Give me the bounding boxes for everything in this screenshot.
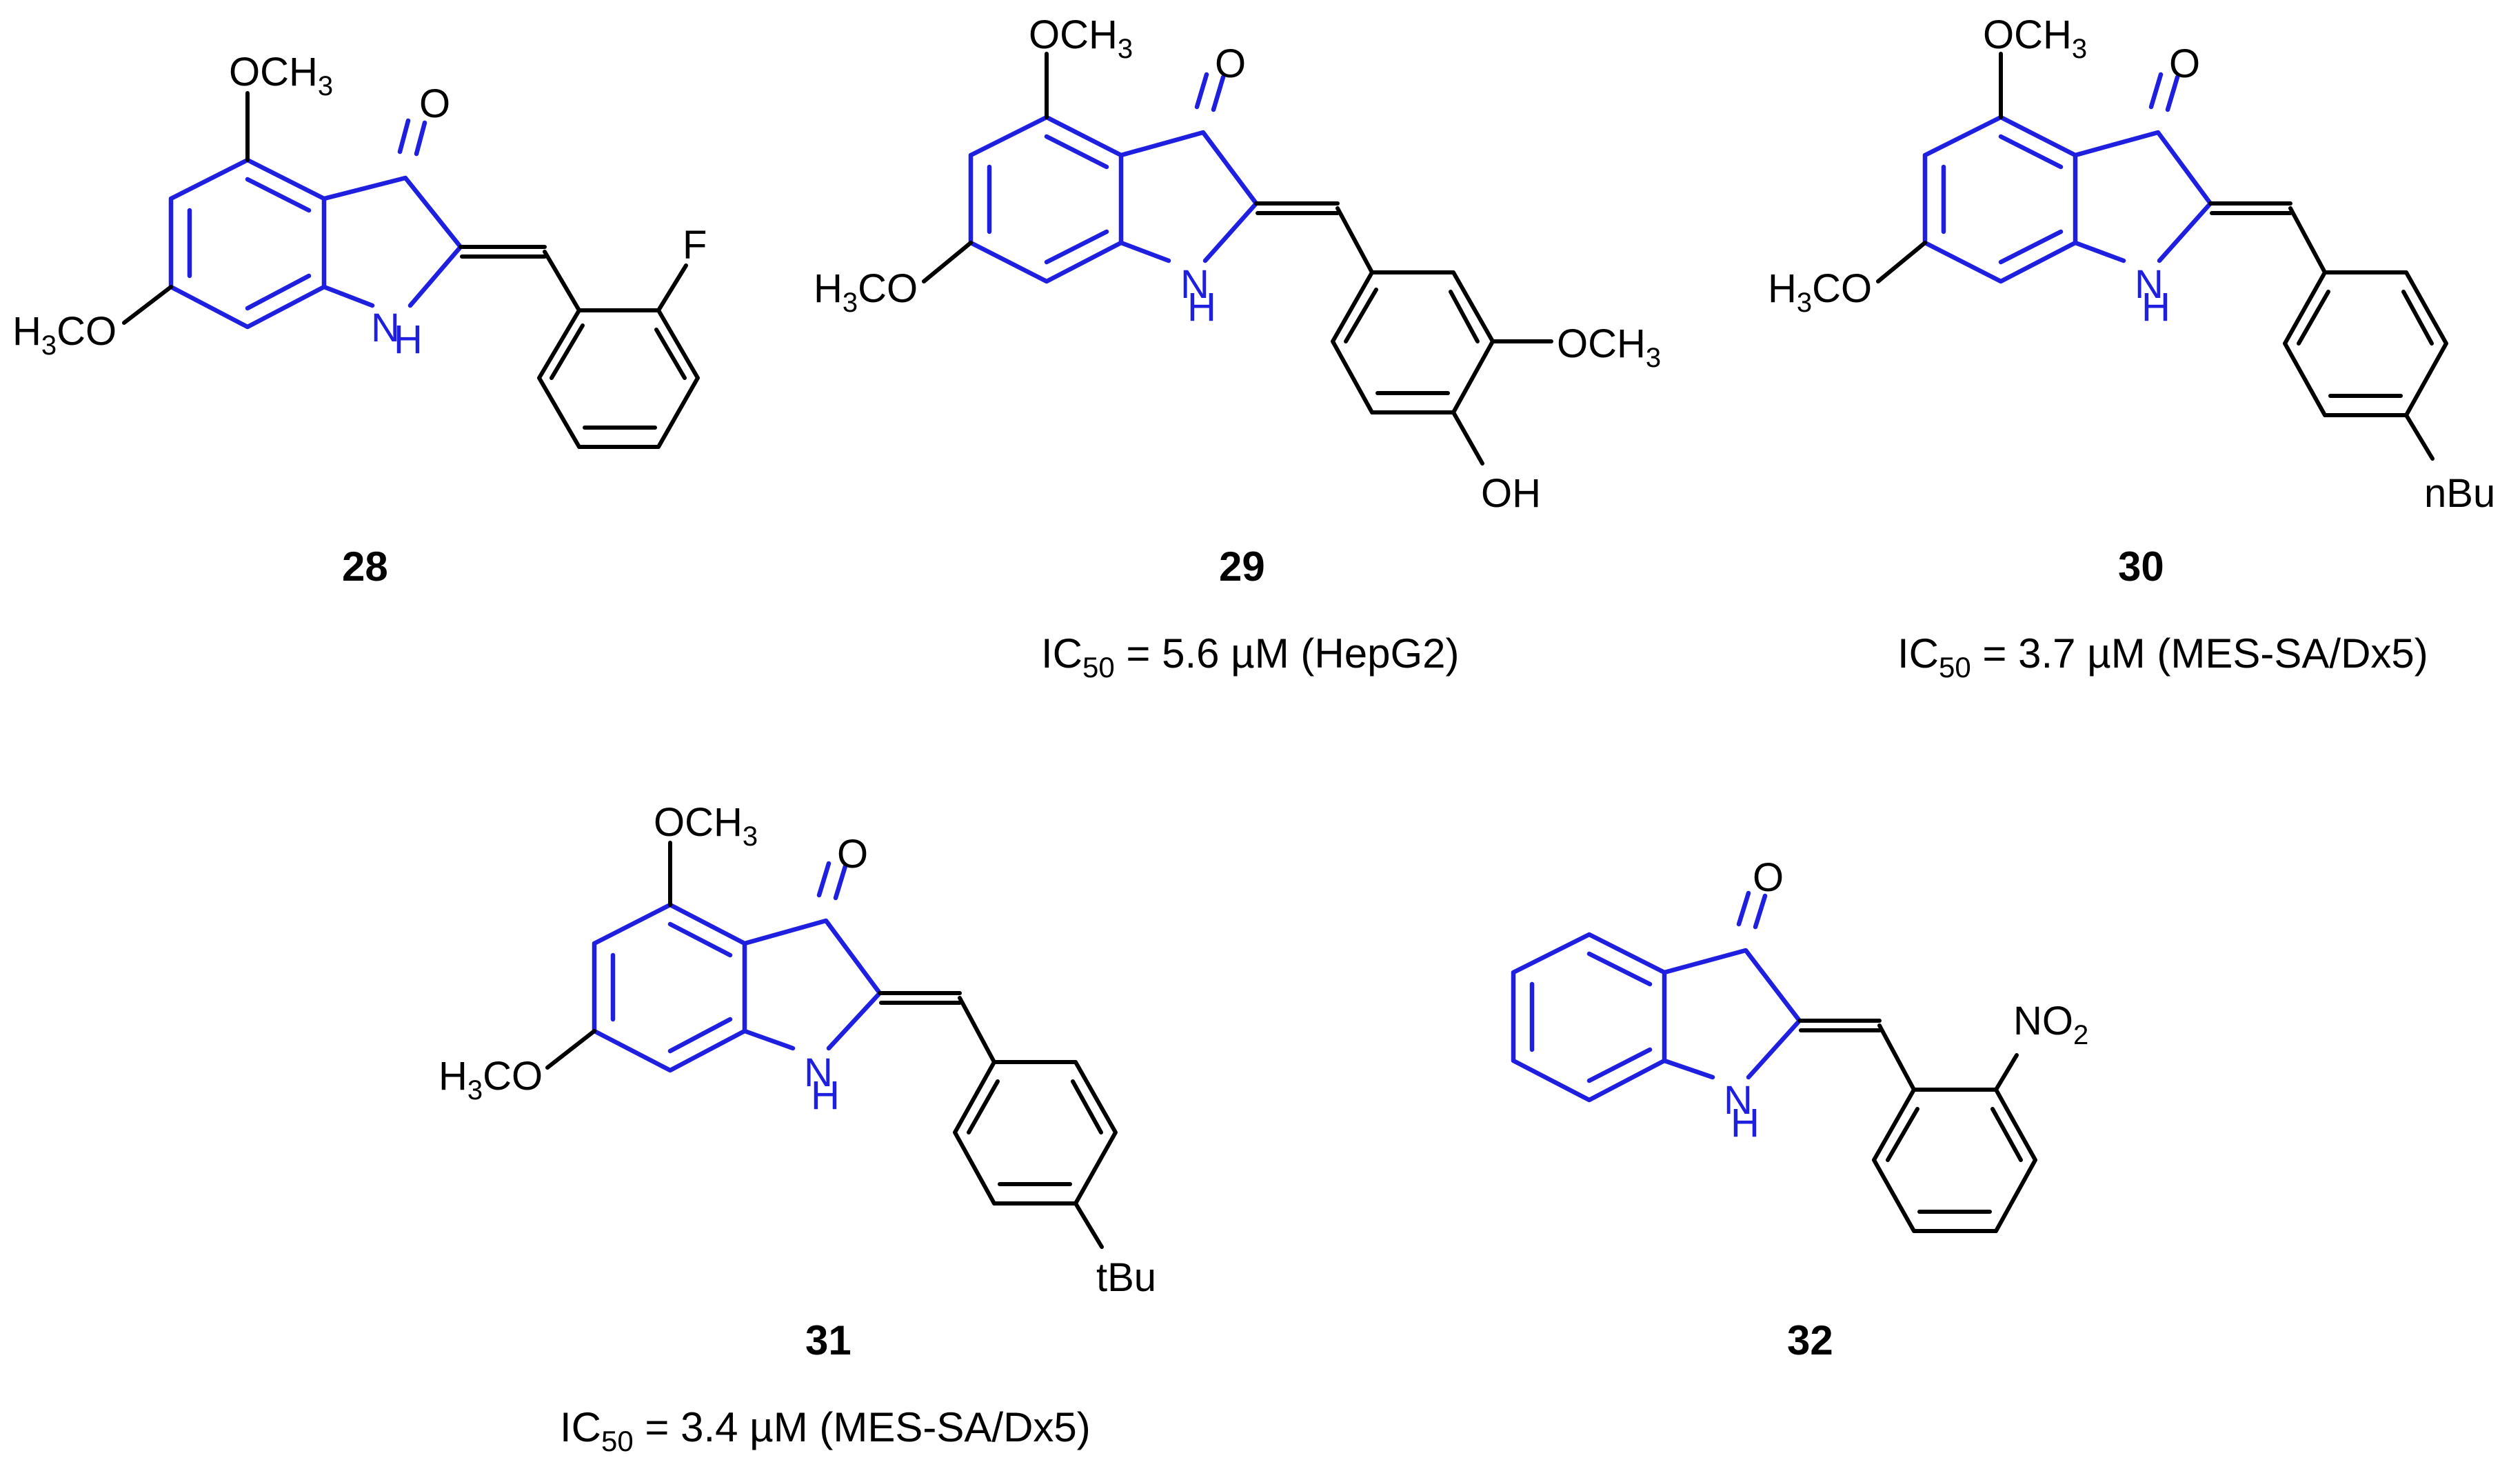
compound-28-id: 28 bbox=[342, 543, 388, 590]
n-label: N bbox=[1180, 262, 1209, 307]
methoxy-4-label: OCH3 bbox=[229, 50, 333, 101]
n-label: N bbox=[804, 1050, 833, 1095]
compound-31-structure: O N H OCH3 H3CO tBu 31 IC50 = 3.4 µM (ME… bbox=[439, 800, 1156, 1457]
methoxy-6-label: H3CO bbox=[12, 309, 117, 361]
compound-30-ic50: IC50 = 3.7 µM (MES-SA/Dx5) bbox=[1897, 630, 2428, 683]
h-label: H bbox=[1731, 1101, 1760, 1146]
compound-29-ic50: IC50 = 5.6 µM (HepG2) bbox=[1041, 630, 1459, 683]
compound-31-ic50: IC50 = 3.4 µM (MES-SA/Dx5) bbox=[560, 1404, 1091, 1457]
n-label: N bbox=[2135, 262, 2164, 307]
compound-29-structure: O N H OCH3 H3CO OCH3 OH 29 IC50 = 5.6 µM… bbox=[814, 12, 1661, 683]
carbonyl-o-label: O bbox=[2169, 41, 2200, 86]
h-label: H bbox=[1187, 285, 1216, 330]
compound-30-structure: O N H OCH3 H3CO nBu 30 IC50 = 3.7 µM (ME… bbox=[1768, 12, 2495, 683]
carbonyl-o-label: O bbox=[419, 81, 450, 126]
compound-32-structure: O N H NO2 32 bbox=[1511, 855, 2088, 1363]
compound-31-id: 31 bbox=[805, 1317, 851, 1363]
methoxy-4-label: OCH3 bbox=[1029, 12, 1133, 64]
methoxy-6-label: H3CO bbox=[814, 266, 918, 318]
methoxy-6-label: H3CO bbox=[1768, 266, 1872, 318]
methoxy-4-label: OCH3 bbox=[1983, 12, 2087, 64]
n-label: N bbox=[1724, 1078, 1753, 1123]
tert-butyl-label: tBu bbox=[1096, 1255, 1156, 1300]
carbonyl-o-label: O bbox=[837, 832, 868, 877]
hydroxy-label: OH bbox=[1481, 471, 1541, 516]
fluoro-label: F bbox=[683, 223, 707, 268]
h-label: H bbox=[394, 317, 423, 362]
compound-28-structure: O N H OCH3 H3CO F 28 bbox=[12, 50, 707, 590]
h-label: H bbox=[811, 1073, 840, 1118]
methoxy-4-label: OCH3 bbox=[654, 800, 758, 852]
carbonyl-o-label: O bbox=[1215, 41, 1246, 86]
nitro-label: NO2 bbox=[2013, 999, 2088, 1050]
carbonyl-o-label: O bbox=[1753, 855, 1784, 900]
methoxy-aryl-label: OCH3 bbox=[1557, 321, 1661, 373]
n-label: N bbox=[371, 306, 400, 350]
n-butyl-label: nBu bbox=[2424, 471, 2495, 516]
compound-29-id: 29 bbox=[1219, 543, 1265, 590]
compound-32-id: 32 bbox=[1787, 1317, 1833, 1363]
compound-30-id: 30 bbox=[2118, 543, 2164, 590]
h-label: H bbox=[2141, 285, 2170, 330]
methoxy-6-label: H3CO bbox=[439, 1054, 543, 1106]
